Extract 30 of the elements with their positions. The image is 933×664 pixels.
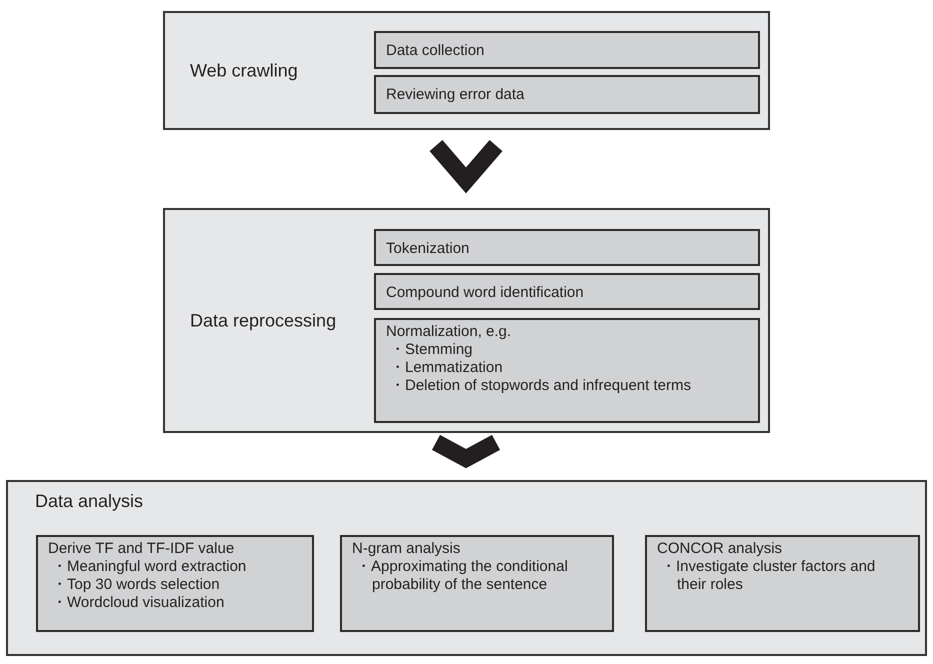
step-box	[374, 229, 760, 266]
bullet-item: ・Deletion of stopwords and infrequent terms	[389, 377, 692, 395]
stage-panel	[163, 11, 770, 130]
step-box	[36, 535, 314, 632]
step-box	[374, 31, 760, 69]
step-box	[374, 75, 760, 114]
bullet-item: ・Approximating the conditional probability of the sentence	[355, 558, 569, 594]
step-title: Compound word identification	[386, 284, 585, 302]
stage-title: Web crawling	[190, 59, 298, 82]
step-title: Derive TF and TF-IDF value	[48, 540, 236, 558]
step-title: Data collection	[386, 42, 486, 60]
bullet-item: ・Stemming	[389, 341, 474, 359]
stage-panel	[6, 480, 927, 656]
bullet-item: ・Lemmatization	[389, 359, 504, 377]
bullet-item: ・Wordcloud visualization	[51, 594, 226, 612]
stage-title: Data analysis	[35, 490, 144, 513]
stage-panel	[163, 208, 770, 433]
step-title: Tokenization	[386, 240, 470, 258]
step-title: Normalization, e.g.	[386, 323, 512, 341]
step-box	[374, 273, 760, 310]
step-box	[374, 318, 760, 423]
step-box	[645, 535, 920, 632]
stage-title: Data reprocessing	[190, 309, 336, 332]
bullet-item: ・Meaningful word extraction	[51, 558, 248, 576]
bullet-item: ・Investigate cluster factors and their roles	[660, 558, 876, 594]
step-title: Reviewing error data	[386, 86, 526, 104]
step-title: CONCOR analysis	[657, 540, 784, 558]
bullet-item: ・Top 30 words selection	[51, 576, 221, 594]
step-title: N-gram analysis	[352, 540, 462, 558]
step-box	[340, 535, 614, 632]
